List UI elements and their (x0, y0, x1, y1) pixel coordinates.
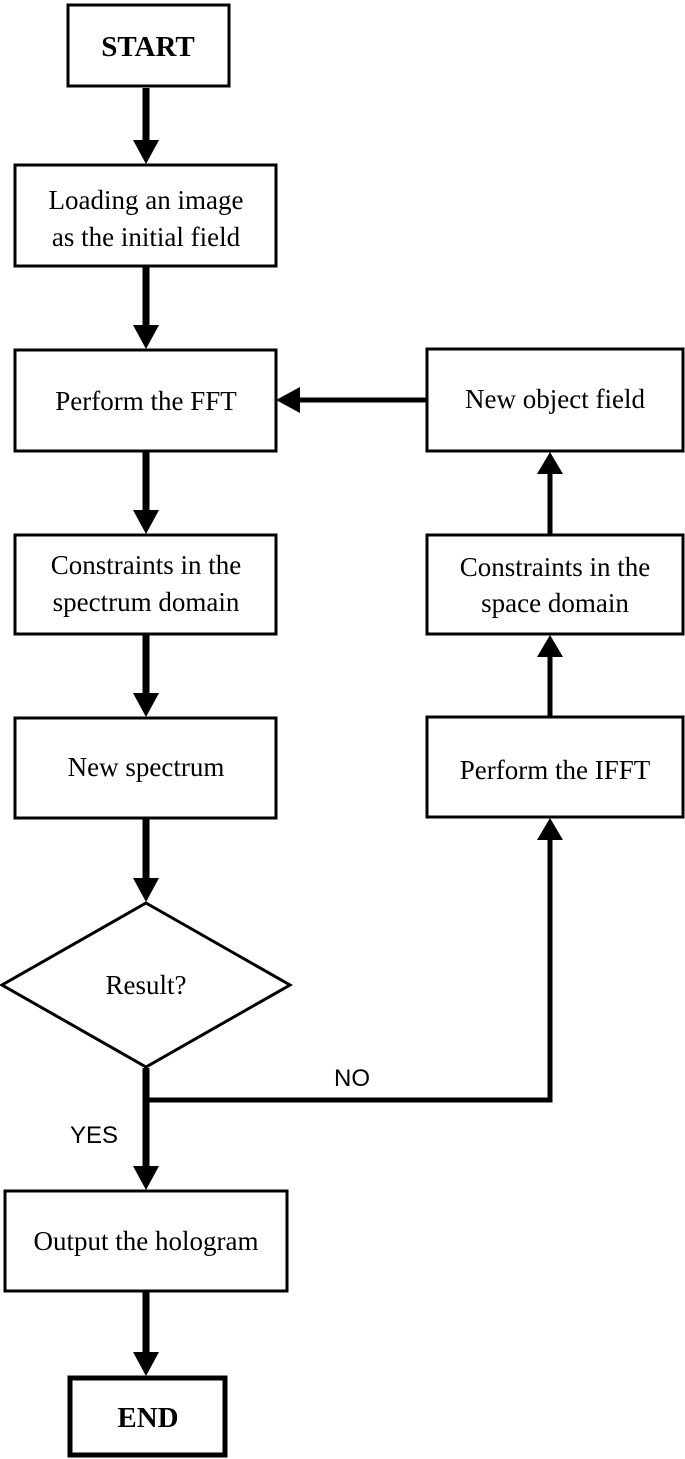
arrowhead-start-to-load (133, 140, 159, 164)
node-fft-label: Perform the FFT (55, 386, 237, 416)
node-space-constraints-line1: Constraints in the (460, 552, 651, 582)
arrowhead-space-constraints-to-new-object (537, 452, 563, 474)
node-load-label-line1: Loading an image (49, 185, 244, 215)
node-start-label: START (101, 31, 195, 63)
edge-label-yes: YES (70, 1122, 118, 1149)
node-spectrum-constraints-line2: spectrum domain (53, 587, 240, 617)
edge-label-no: NO (334, 1065, 370, 1092)
node-decision-label: Result? (106, 970, 187, 1000)
node-new-spectrum-label: New spectrum (68, 752, 225, 782)
node-output-label: Output the hologram (34, 1226, 259, 1256)
node-space-constraints-line2: space domain (481, 588, 629, 618)
node-load: Loading an image as the initial field (13, 163, 278, 268)
node-new-spectrum: New spectrum (13, 716, 278, 820)
node-output: Output the hologram (3, 1189, 289, 1293)
arrowhead-decision-to-output (133, 1166, 159, 1190)
node-space-constraints: Constraints in the space domain (425, 533, 685, 636)
connectors (133, 88, 563, 1376)
no-branch-line (146, 838, 553, 1103)
node-load-label-line2: as the initial field (52, 222, 241, 252)
arrowhead-ifft-to-space-constraints (537, 635, 563, 657)
node-spectrum-constraints: Constraints in the spectrum domain (13, 533, 278, 636)
arrowhead-new-object-to-fft (276, 387, 300, 413)
node-new-object: New object field (425, 347, 685, 453)
arrowhead-no-to-ifft (537, 818, 563, 840)
node-fft: Perform the FFT (13, 348, 278, 453)
arrowhead-fft-to-spectrum-constraints (133, 510, 159, 534)
node-end-label: END (117, 1402, 178, 1434)
node-ifft: Perform the IFFT (425, 715, 685, 819)
node-start: START (66, 3, 231, 88)
arrowhead-output-to-end (133, 1352, 159, 1376)
arrowhead-new-spectrum-to-decision (133, 878, 159, 902)
node-new-object-label: New object field (465, 384, 645, 414)
node-ifft-label: Perform the IFFT (460, 755, 651, 785)
node-spectrum-constraints-line1: Constraints in the (51, 550, 242, 580)
node-end: END (67, 1375, 228, 1458)
arrowhead-constraints-to-new-spectrum (133, 693, 159, 717)
node-decision: Result? (0, 901, 294, 1069)
arrowhead-load-to-fft (133, 325, 159, 349)
